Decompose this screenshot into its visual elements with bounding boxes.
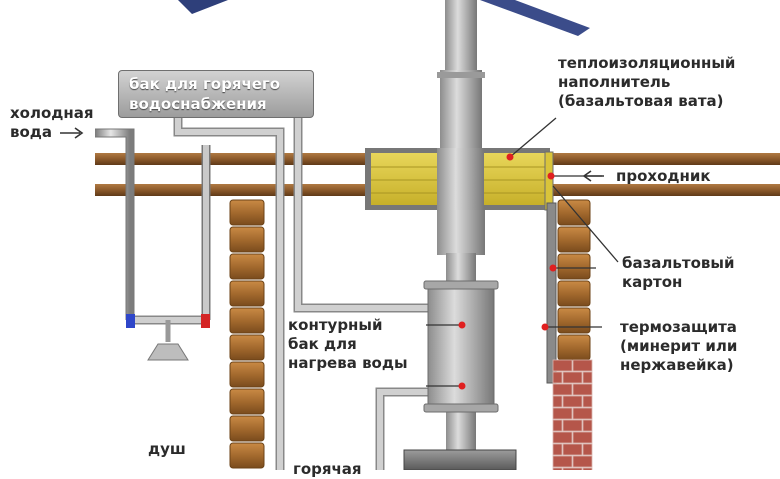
shower-head — [147, 343, 189, 361]
insulation-label: теплоизоляционный наполнитель (базальтов… — [558, 54, 735, 111]
hot-water-pipes — [173, 118, 435, 470]
brick — [229, 280, 265, 307]
top-left-blade — [178, 0, 228, 14]
basalt-board-label: базальтовый картон — [622, 254, 734, 292]
passthrough-label: проходник — [616, 167, 711, 186]
cold-water-arrow — [60, 127, 84, 139]
red-brick — [562, 443, 583, 456]
shower-text: душ — [148, 440, 186, 458]
cold-water-line-2: вода — [10, 123, 53, 141]
red-brick — [572, 431, 593, 444]
brick — [557, 334, 591, 361]
hot-water-tank-label-box: бак для горячего водоснабжения — [118, 70, 314, 118]
brick — [229, 253, 265, 280]
heat-shield-line-1: термозащита — [620, 318, 737, 336]
label-markers — [458, 153, 557, 390]
basalt-board-line-1: базальтовый — [622, 254, 735, 272]
red-brick — [562, 395, 583, 408]
insulation-line-1: теплоизоляционный — [558, 54, 736, 72]
cold-water-label: холодная вода — [10, 104, 94, 142]
insulation-box — [365, 148, 554, 211]
cold-water-pipes — [95, 128, 211, 342]
passthrough-text: проходник — [616, 167, 711, 185]
red-brick — [572, 455, 593, 468]
red-brick — [582, 371, 593, 384]
red-brick — [582, 443, 593, 456]
brick — [557, 226, 591, 253]
brick — [229, 199, 265, 226]
basalt-board-line-2: картон — [622, 273, 683, 291]
brick — [557, 307, 591, 334]
contour-tank-line-1: контурный — [288, 316, 383, 334]
shower-label: душ — [148, 440, 186, 459]
heat-shield-sheet — [546, 202, 557, 384]
contour-tank-label: контурный бак для нагрева воды — [288, 316, 408, 373]
brick — [229, 442, 265, 469]
red-brick — [582, 419, 593, 432]
red-brick — [552, 419, 563, 432]
chimney-pipe — [437, 0, 485, 456]
brick — [557, 280, 591, 307]
contour-tank-line-3: нагрева воды — [288, 354, 408, 372]
brick — [229, 361, 265, 388]
contour-tank — [423, 280, 499, 413]
red-brick — [562, 419, 583, 432]
red-brick — [552, 371, 563, 384]
red-brick — [552, 467, 563, 470]
brick — [557, 253, 591, 280]
red-brick — [572, 383, 593, 396]
contour-tank-line-2: бак для — [288, 335, 357, 353]
tank-hot-line-2: водоснабжения — [129, 95, 267, 113]
brick-column-left — [229, 199, 265, 469]
red-brick — [552, 359, 573, 372]
red-brick — [562, 467, 583, 470]
red-brick — [582, 467, 593, 470]
brick — [229, 334, 265, 361]
heat-shield-line-2: (минерит или — [620, 337, 738, 355]
red-brick — [552, 455, 573, 468]
heat-shield-line-3: нержавейка) — [620, 356, 734, 374]
red-brick — [552, 383, 573, 396]
passthrough-arrow — [582, 170, 604, 182]
brick — [229, 415, 265, 442]
red-brick — [572, 407, 593, 420]
red-brick — [552, 443, 563, 456]
stove-base — [403, 449, 517, 470]
red-brick — [552, 431, 573, 444]
red-brick — [552, 395, 563, 408]
tank-hot-line-1: бак для горячего — [129, 75, 281, 93]
brick — [229, 226, 265, 253]
heat-shield-label: термозащита (минерит или нержавейка) — [620, 318, 737, 375]
red-brick — [582, 395, 593, 408]
insulation-line-3: (базальтовая вата) — [558, 92, 724, 110]
brick — [229, 388, 265, 415]
red-brick-wall — [552, 359, 593, 470]
red-brick — [572, 359, 593, 372]
insulation-line-2: наполнитель — [558, 73, 671, 91]
brick — [229, 307, 265, 334]
red-brick — [562, 371, 583, 384]
brick — [557, 199, 591, 226]
red-brick — [552, 407, 573, 420]
cold-water-line-1: холодная — [10, 104, 94, 122]
top-right-blade — [480, 0, 590, 36]
